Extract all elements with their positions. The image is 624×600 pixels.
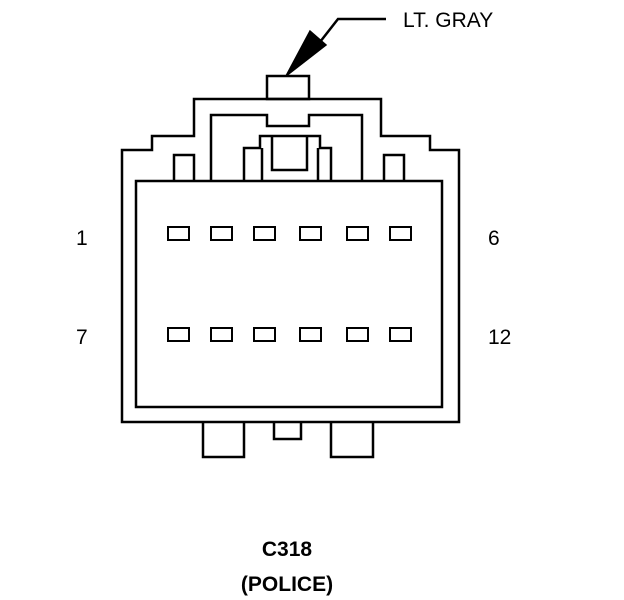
connector-outer-housing [120, 97, 461, 424]
pin-label-12: 12 [488, 326, 511, 349]
connector-note: (POLICE) [241, 573, 333, 596]
pin-cavity-3 [253, 226, 276, 241]
pin-cavity-12 [389, 327, 412, 342]
lock-tab-outer [209, 113, 364, 181]
pin-label-6: 6 [488, 227, 500, 250]
connector-id: C318 [262, 538, 313, 561]
connector-color-label: LT. GRAY [403, 9, 493, 32]
bottom-key-center [272, 422, 303, 441]
lock-tab-inner [242, 134, 333, 181]
pin-cavity-7 [167, 327, 190, 342]
bottom-key-left [201, 422, 246, 459]
pin-cavity-2 [210, 226, 233, 241]
pin-cavity-4 [299, 226, 322, 241]
pin-cavity-8 [210, 327, 233, 342]
pin-cavity-5 [346, 226, 369, 241]
pin-label-1: 1 [76, 227, 88, 250]
lock-tab-slot [260, 136, 320, 181]
pin-cavity-1 [167, 226, 190, 241]
pin-cavity-11 [346, 327, 369, 342]
arrowhead-icon [285, 29, 328, 77]
top-key [265, 74, 311, 101]
left-latch [172, 153, 196, 181]
pin-label-7: 7 [76, 326, 88, 349]
pin-cavity-10 [299, 327, 322, 342]
pin-cavity-9 [253, 327, 276, 342]
pin-cavity-6 [389, 226, 412, 241]
right-latch [382, 153, 406, 181]
connector-face [134, 179, 444, 409]
bottom-key-right [329, 422, 375, 459]
leader-line [319, 17, 386, 43]
